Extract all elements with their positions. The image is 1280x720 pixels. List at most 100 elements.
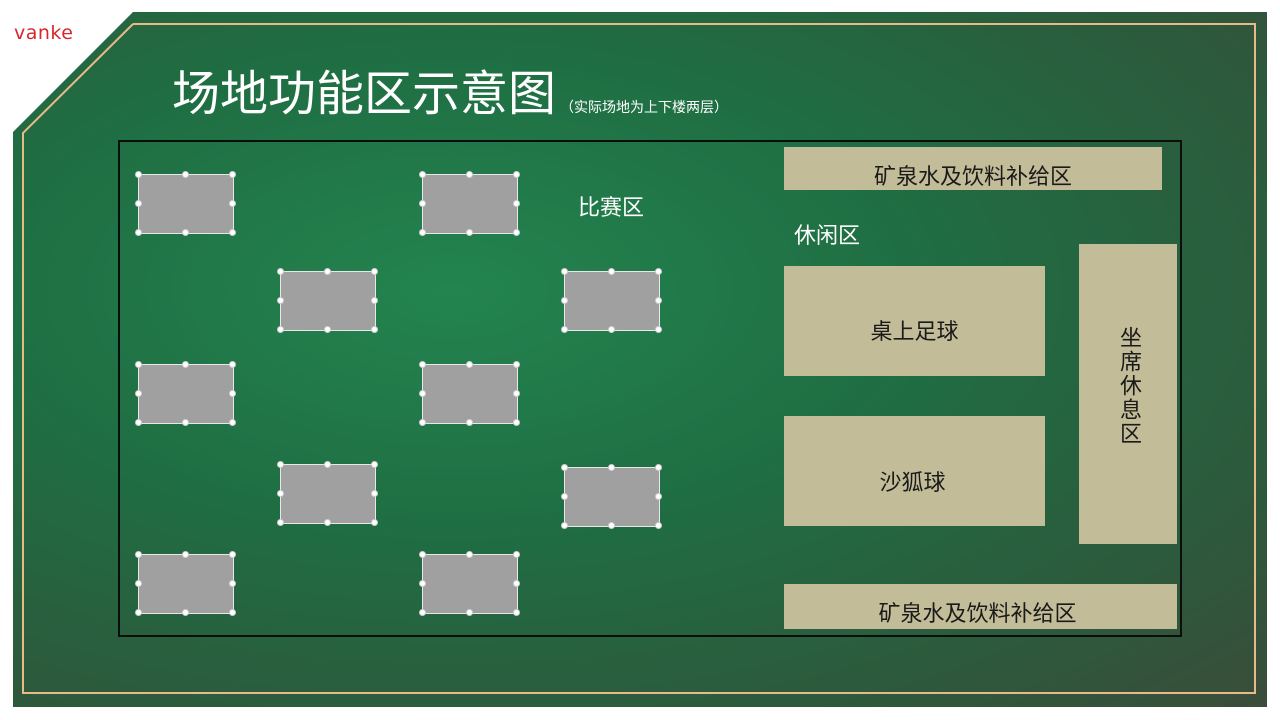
selection-handle (324, 268, 331, 275)
selection-handle (419, 419, 426, 426)
page-title: 场地功能区示意图 (172, 66, 557, 122)
drinks-supply-zone-bottom: 矿泉水及饮料补给区 (784, 584, 1177, 629)
selection-handle (608, 522, 615, 529)
selection-handle (608, 326, 615, 333)
selection-handle (561, 493, 568, 500)
game-table (561, 464, 662, 529)
selection-handle (419, 361, 426, 368)
selection-handle (371, 461, 378, 468)
selection-handle (371, 490, 378, 497)
selection-handle (324, 461, 331, 468)
selection-handle (466, 419, 473, 426)
foosball-zone: 桌上足球 (784, 266, 1045, 376)
selection-handle (229, 551, 236, 558)
competition-zone-label: 比赛区 (578, 196, 645, 221)
selection-handle (135, 361, 142, 368)
selection-handle (135, 171, 142, 178)
game-table (135, 361, 236, 426)
selection-handle (608, 464, 615, 471)
selection-handle (229, 171, 236, 178)
drinks-supply-zone-top: 矿泉水及饮料补给区 (784, 147, 1162, 190)
selection-handle (419, 390, 426, 397)
game-table (135, 551, 236, 616)
selection-handle (513, 361, 520, 368)
selection-handle (371, 326, 378, 333)
seating-rest-zone: 坐席休息区 (1079, 244, 1177, 544)
selection-handle (135, 551, 142, 558)
selection-handle (229, 229, 236, 236)
selection-handle (277, 461, 284, 468)
selection-handle (182, 419, 189, 426)
game-table (419, 551, 520, 616)
selection-handle (135, 390, 142, 397)
selection-handle (277, 297, 284, 304)
selection-handle (513, 580, 520, 587)
selection-handle (561, 522, 568, 529)
selection-handle (182, 609, 189, 616)
foosball-label: 桌上足球 (870, 319, 959, 345)
selection-handle (655, 522, 662, 529)
selection-handle (182, 229, 189, 236)
venue-floor-outline (118, 140, 1182, 637)
selection-handle (419, 171, 426, 178)
game-table (135, 171, 236, 236)
selection-handle (229, 390, 236, 397)
selection-handle (371, 519, 378, 526)
selection-handle (229, 200, 236, 207)
selection-handle (561, 297, 568, 304)
selection-handle (182, 361, 189, 368)
shuffleboard-label: 沙狐球 (879, 471, 946, 496)
selection-handle (513, 229, 520, 236)
selection-handle (135, 609, 142, 616)
game-table (419, 361, 520, 426)
selection-handle (466, 361, 473, 368)
selection-handle (419, 229, 426, 236)
selection-handle (277, 268, 284, 275)
selection-handle (229, 609, 236, 616)
selection-handle (466, 171, 473, 178)
selection-handle (513, 551, 520, 558)
selection-handle (513, 609, 520, 616)
game-table (419, 171, 520, 236)
selection-handle (561, 326, 568, 333)
selection-handle (182, 171, 189, 178)
selection-handle (561, 268, 568, 275)
selection-handle (655, 268, 662, 275)
selection-handle (513, 390, 520, 397)
drinks-supply-label: 矿泉水及饮料补给区 (878, 601, 1077, 627)
selection-handle (135, 200, 142, 207)
selection-handle (513, 419, 520, 426)
selection-handle (324, 326, 331, 333)
selection-handle (466, 609, 473, 616)
selection-handle (182, 551, 189, 558)
selection-handle (324, 519, 331, 526)
selection-handle (419, 609, 426, 616)
selection-handle (608, 268, 615, 275)
selection-handle (655, 297, 662, 304)
selection-handle (419, 580, 426, 587)
game-table (277, 268, 378, 333)
selection-handle (371, 268, 378, 275)
selection-handle (277, 326, 284, 333)
selection-handle (513, 200, 520, 207)
selection-handle (419, 551, 426, 558)
shuffleboard-zone: 沙狐球 (784, 416, 1045, 526)
selection-handle (229, 361, 236, 368)
selection-handle (135, 419, 142, 426)
selection-handle (419, 200, 426, 207)
selection-handle (513, 171, 520, 178)
selection-handle (655, 326, 662, 333)
seating-rest-label: 坐席休息区 (1116, 326, 1141, 446)
selection-handle (135, 229, 142, 236)
selection-handle (277, 490, 284, 497)
leisure-zone-label: 休闲区 (794, 224, 861, 249)
selection-handle (229, 419, 236, 426)
selection-handle (561, 464, 568, 471)
selection-handle (277, 519, 284, 526)
page-subtitle: （实际场地为上下楼两层） (560, 100, 728, 116)
vanke-logo: vanke (14, 22, 74, 44)
selection-handle (135, 580, 142, 587)
game-table (561, 268, 662, 333)
game-table (277, 461, 378, 526)
